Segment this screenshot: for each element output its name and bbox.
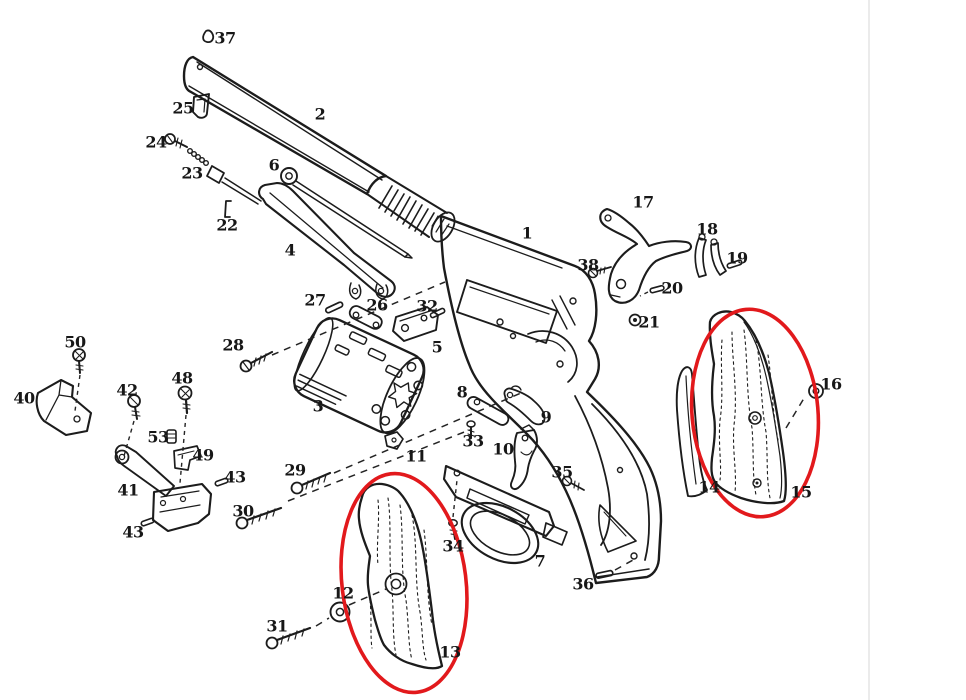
wood-grain-left <box>369 497 433 661</box>
screw-part-48 <box>177 385 193 415</box>
plunger-rod <box>206 165 262 205</box>
latch-part-40 <box>35 378 93 437</box>
barrel-part-2 <box>182 55 456 243</box>
hammer-part-17 <box>599 207 693 304</box>
trigger-guard-part-7 <box>442 464 568 565</box>
cylinder-part-3 <box>293 316 426 435</box>
sear-part-18 <box>694 233 727 278</box>
bracket-part-49 <box>173 445 202 471</box>
grip-panel-part-15 <box>708 310 787 505</box>
nut-part-21 <box>628 313 642 327</box>
detent-part-53 <box>166 429 177 444</box>
plate-part-26 <box>348 305 383 330</box>
screw-part-38 <box>587 266 612 279</box>
screw-part-30 <box>235 506 283 530</box>
backstrap-part-14 <box>675 366 708 498</box>
trigger-part-10 <box>510 424 538 490</box>
pin-part-36 <box>595 569 614 580</box>
screw-part-42 <box>127 394 141 420</box>
leader-lines <box>74 281 807 627</box>
highlight-annotations <box>339 307 821 695</box>
spring-part-23 <box>186 147 209 166</box>
screw-part-29 <box>290 471 332 495</box>
nipple-part-11 <box>384 431 404 450</box>
grip-panel-part-13 <box>357 482 444 670</box>
screw-part-35 <box>561 475 585 491</box>
front-sight-part-37 <box>202 29 215 44</box>
hand-part-9 <box>503 385 546 426</box>
highlight-ellipse-left-grip <box>339 471 469 695</box>
highlight-ellipse-right-grip <box>689 307 821 519</box>
pin-part-43-bottom <box>140 517 155 527</box>
wood-grain-right <box>718 329 779 499</box>
pin-part-43-right <box>214 477 229 487</box>
frame-part-1 <box>439 214 663 585</box>
screw-part-28 <box>239 350 274 373</box>
pin-part-20 <box>649 284 665 294</box>
screw-part-24 <box>164 133 188 149</box>
screw-part-50 <box>72 348 86 374</box>
loading-lever-part-4 <box>258 181 396 300</box>
washer-part-12 <box>329 601 351 623</box>
bracket-part-22 <box>224 200 232 218</box>
wedge-part-25 <box>192 93 210 119</box>
lever-part-41 <box>114 444 213 533</box>
pin-part-27 <box>324 301 344 314</box>
barrel-thread-lines <box>378 185 435 236</box>
cylinder-nipples <box>371 361 424 426</box>
pin-part-19 <box>726 259 743 269</box>
bolt-part-5 <box>392 306 439 342</box>
link-rod-part-6 <box>280 167 413 259</box>
screw-part-31 <box>265 626 312 650</box>
